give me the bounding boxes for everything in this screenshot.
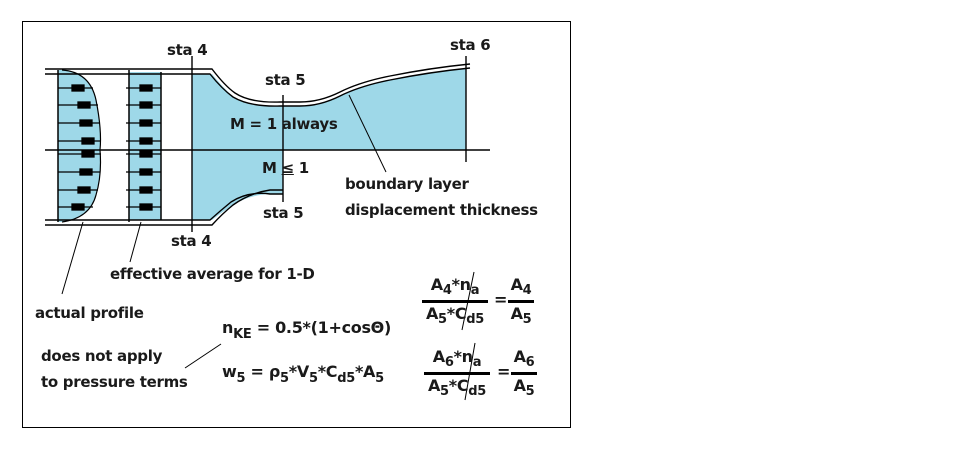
ratio2-equals: = bbox=[497, 362, 511, 381]
eq-symbol: n bbox=[222, 318, 234, 337]
ratio2-rhs-den: A5 bbox=[513, 376, 535, 400]
eq-sub: 5 bbox=[236, 371, 246, 386]
eq-part: = ρ bbox=[245, 362, 281, 381]
nozzle-flow-lower bbox=[192, 150, 283, 220]
eq-part: *V bbox=[288, 362, 309, 381]
label-boundary-layer-1: boundary layer bbox=[345, 175, 469, 193]
label-effective-average: effective average for 1-D bbox=[110, 265, 315, 283]
eq-sub: d5 bbox=[337, 371, 355, 386]
eq-part: *C bbox=[317, 362, 338, 381]
eq-sub: 5 bbox=[308, 371, 318, 386]
label-sta4-bottom: sta 4 bbox=[171, 232, 212, 250]
eq-rhs: = 0.5*(1+cosΘ) bbox=[251, 318, 392, 337]
ratio1-lhs: A4*na A5*Cd5 bbox=[422, 276, 488, 328]
equation-w5: w5 = ρ5*V5*Cd5*A5 bbox=[222, 362, 384, 386]
ratio2-rhs: A6 A5 bbox=[511, 348, 537, 400]
equation-n-ke: nKE = 0.5*(1+cosΘ) bbox=[222, 318, 392, 342]
mach-operator: ≤ bbox=[281, 159, 295, 177]
label-pressure-note-1: does not apply bbox=[41, 347, 163, 365]
label-mach-lower: M ≤ 1 bbox=[262, 161, 309, 176]
diagram-frame bbox=[22, 21, 571, 428]
label-sta5-bottom: sta 5 bbox=[263, 204, 304, 222]
label-pressure-note-2: to pressure terms bbox=[41, 373, 188, 391]
label-sta5-top: sta 5 bbox=[265, 71, 306, 89]
fraction-bar bbox=[511, 372, 537, 376]
eq-sub: 5 bbox=[280, 371, 289, 386]
label-actual-profile: actual profile bbox=[35, 304, 144, 322]
ratio2-numerator: A6*na bbox=[432, 347, 482, 370]
label-sta4-top: sta 4 bbox=[167, 41, 208, 59]
label-boundary-layer-2: displacement thickness bbox=[345, 201, 538, 219]
ratio2-rhs-num: A6 bbox=[513, 347, 535, 370]
nozzle-walls bbox=[45, 63, 471, 226]
leader-lines bbox=[61, 94, 476, 401]
mach-symbol: M bbox=[262, 159, 277, 177]
ratio1-rhs: A4 A5 bbox=[508, 276, 534, 328]
ratio2-lhs: A6*na A5*Cd5 bbox=[424, 348, 490, 400]
eq-part: w bbox=[222, 362, 237, 381]
eq-sub: 5 bbox=[375, 371, 384, 386]
fraction-bar bbox=[508, 300, 534, 304]
ratio1-numerator: A4*na bbox=[430, 275, 480, 298]
actual-profile-arrows bbox=[58, 84, 101, 211]
ratio2-denominator: A5*Cd5 bbox=[427, 376, 487, 400]
effective-profile-region bbox=[129, 72, 161, 220]
label-mach-upper: M = 1 always bbox=[230, 115, 338, 133]
nozzle-flow-upper bbox=[192, 68, 466, 150]
fraction-bar bbox=[422, 300, 488, 304]
ratio1-denominator: A5*Cd5 bbox=[425, 304, 485, 328]
mach-value: 1 bbox=[298, 159, 309, 177]
ratio1-equals: = bbox=[494, 290, 508, 309]
eq-part: *A bbox=[354, 362, 376, 381]
ratio1-rhs-num: A4 bbox=[510, 275, 532, 298]
label-sta6: sta 6 bbox=[450, 36, 491, 54]
eq-sub: KE bbox=[233, 327, 252, 342]
fraction-bar bbox=[424, 372, 490, 376]
effective-profile-arrows bbox=[126, 84, 161, 211]
ratio1-rhs-den: A5 bbox=[510, 304, 532, 328]
